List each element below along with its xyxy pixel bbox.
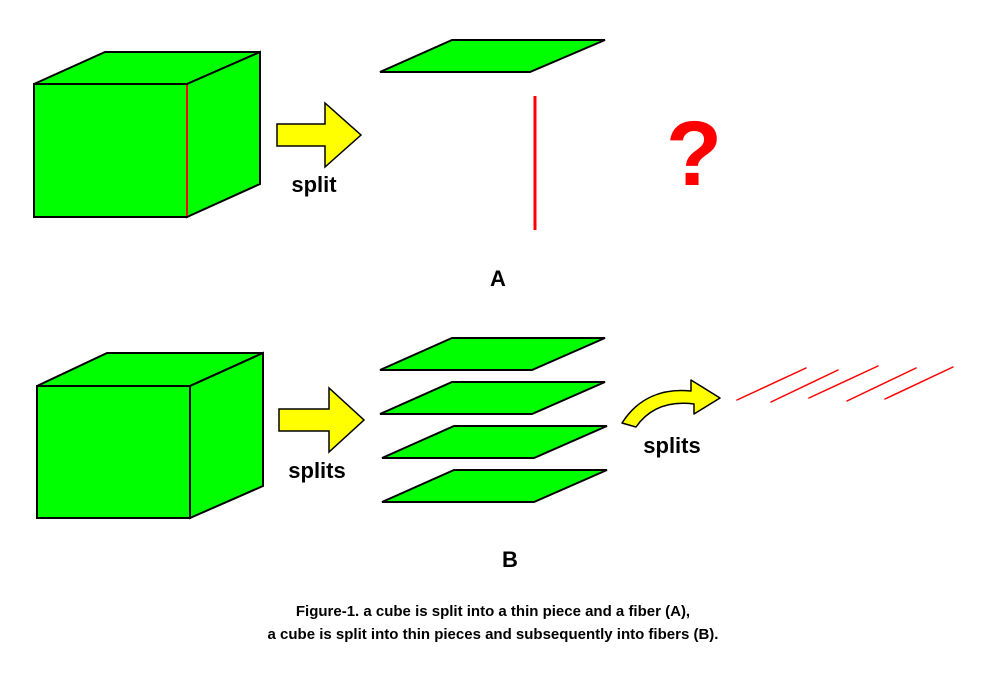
split-arrow-icon <box>276 101 363 169</box>
fiber-b3 <box>808 365 879 399</box>
thin-piece-b4 <box>381 469 608 503</box>
fiber-b1 <box>736 367 807 401</box>
caption-line-2: a cube is split into thin pieces and sub… <box>268 626 719 643</box>
splits-label-2: splits <box>643 433 700 458</box>
thin-piece-a <box>379 39 606 73</box>
caption-line-1: Figure-1. a cube is split into a thin pi… <box>296 603 690 620</box>
fiber-b4 <box>846 367 917 402</box>
curved-arrow-icon <box>621 379 721 428</box>
fiber-b5 <box>884 366 954 400</box>
split-label: split <box>291 172 337 197</box>
panel-b: splits splits B <box>36 337 954 572</box>
cube-a-front-face <box>33 83 188 218</box>
thin-piece-stack <box>379 337 608 503</box>
cube-a <box>33 50 261 219</box>
figure-caption: Figure-1. a cube is split into a thin pi… <box>268 603 719 643</box>
cube-b-front-face <box>36 385 191 519</box>
cube-b <box>36 351 264 520</box>
question-mark-icon: ? <box>666 103 722 205</box>
splits-arrow-icon <box>278 386 366 454</box>
panel-b-label: B <box>502 547 518 572</box>
thin-piece-b3 <box>381 425 608 459</box>
splits-label-1: splits <box>288 458 345 483</box>
fiber-group <box>736 365 954 403</box>
thin-piece-b2 <box>379 381 606 415</box>
panel-a-label: A <box>490 266 506 291</box>
panel-a: split ? A <box>33 39 722 291</box>
thin-piece-b1 <box>379 337 606 371</box>
fiber-b2 <box>770 369 839 403</box>
